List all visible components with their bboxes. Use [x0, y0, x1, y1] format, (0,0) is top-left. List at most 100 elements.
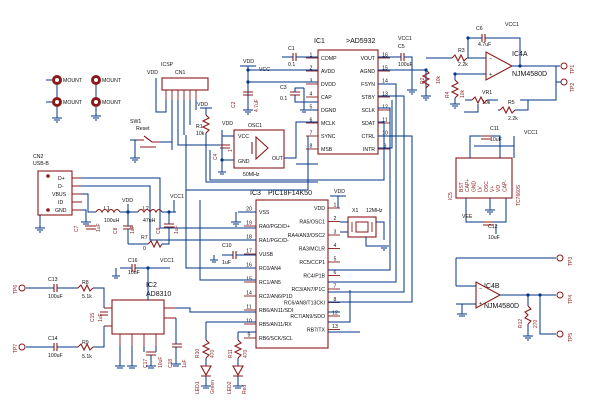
- led2-val: Red: [242, 385, 248, 394]
- ic4b-minus: −: [479, 286, 482, 292]
- ic3-pic18f14k50: IC3 PIC18F14K50 VSS20RA0/PGD/D+19RA1/PGC…: [244, 190, 340, 349]
- ic3-left-pin-name: RA0/PGD/D+: [259, 224, 290, 230]
- resistor-r5: R5 2.2k: [498, 100, 529, 122]
- test-point-tp3: TP3: [556, 254, 574, 266]
- usb-pin-dm: D-: [58, 184, 64, 190]
- capacitor-c10: C10 1uF: [222, 243, 256, 266]
- ic3-right-pin-name: RA4/AN3/OSC2: [288, 233, 325, 239]
- test-point-tp5: TP5: [556, 330, 574, 342]
- l2-ref: L2: [143, 206, 149, 212]
- r9-val: 5.1k: [82, 354, 92, 360]
- c15-val: 1uF: [98, 313, 104, 322]
- test-point-tp7: TP7: [13, 343, 26, 353]
- c13-val: 100uF: [48, 294, 63, 300]
- usb-pin-id: ID: [58, 200, 63, 206]
- c1-vcc-label: VCC: [259, 67, 270, 73]
- capacitor-c18: C18 1uF: [168, 343, 188, 368]
- icsp-label: ICSP: [161, 62, 174, 68]
- ic1-left-pin-name: MCLK: [321, 121, 336, 127]
- c8-val: 1uF: [130, 225, 136, 234]
- ic3-left-pin-number: 20: [246, 207, 252, 213]
- r3-ref: R3: [458, 48, 465, 54]
- osc-ref: OSC1: [248, 123, 262, 129]
- c16-val: 10uF: [128, 270, 140, 276]
- vcc1-label-ic2: VCC1: [160, 258, 174, 264]
- ic1-left-pin-name: DGND: [321, 108, 337, 114]
- r7-ref: R7: [141, 235, 148, 241]
- inductor-l2: L2 47uH: [137, 206, 163, 224]
- tp2-label: TP2: [570, 83, 576, 92]
- ic3-right-pin-number: 8: [334, 297, 337, 303]
- ic3-right-pin-name: RA5/OSC1: [299, 220, 325, 226]
- r1-vdd: VDD: [197, 102, 208, 108]
- mount-hole-2: MOUNT: [91, 75, 122, 85]
- vee-label: VEE: [462, 214, 473, 220]
- c18-ref: C18: [168, 359, 174, 368]
- ic2-ad8310: IC2 AD8310: [104, 282, 176, 346]
- capacitor-c7: C7 1uF: [74, 223, 102, 232]
- ic4a-part: NJM4580D: [512, 71, 547, 78]
- vdd-label-osc: VDD: [222, 121, 233, 127]
- c9-val: 1uF: [174, 225, 180, 234]
- ic1-ref: IC1: [314, 38, 325, 45]
- c4-ref: C4: [213, 153, 219, 160]
- c16-ref: C16: [128, 258, 138, 264]
- r10-val: 470: [210, 349, 216, 358]
- ic3-right-pin-name: RC4/P1B: [303, 274, 325, 280]
- ic1-right-pin-name: STBY: [361, 95, 375, 101]
- resistor-r8: R8 5.1k: [77, 280, 94, 300]
- ic1-ad5932: IC1 >AD5932 COMP1AVDD2DVDD3CAP4DGND5MCLK…: [306, 38, 390, 155]
- tp7-label: TP7: [13, 344, 19, 353]
- ic1-right-pin-name: AGND: [360, 69, 375, 75]
- led1-ref: LED1: [195, 381, 201, 394]
- resistor-r1: R1 10k VDD: [196, 102, 212, 140]
- vcc1-label-ic5: VCC1: [524, 130, 538, 136]
- c2-ref: C2: [231, 101, 237, 108]
- test-point-tp4: TP4: [556, 291, 574, 304]
- ic3-left-pin-number: 19: [246, 221, 252, 227]
- c1-val: 0.1: [288, 62, 295, 68]
- vcc1-label-c5: VCC1: [398, 36, 412, 42]
- c18-val: 1uF: [182, 359, 188, 368]
- resistor-r11: R11 470: [228, 339, 249, 359]
- tp6-label: TP6: [13, 285, 19, 294]
- c11-val: 10uF: [490, 137, 502, 143]
- icsp-connector: ICSP CN1 VDD: [147, 62, 209, 100]
- ic3-left-pin-number: 18: [246, 235, 252, 241]
- vdd-label-ic1: VDD: [243, 59, 254, 65]
- led2-ref: LED2: [227, 381, 233, 394]
- c8-ref: C8: [113, 227, 119, 234]
- x1-ref: X1: [352, 208, 358, 214]
- ic1-left-pin-name: AVDD: [321, 69, 335, 75]
- ic1-right-pin-number: 11: [382, 118, 387, 124]
- ic1-left-pin-number: 2: [310, 66, 313, 72]
- mount-label-2: MOUNT: [102, 78, 122, 84]
- ic1-right-pin-name: VOUT: [361, 56, 376, 62]
- ic1-left-pin-number: 7: [310, 131, 313, 137]
- vr1-ref: VR1: [482, 90, 492, 96]
- ic5-pin-name: CAP+: [465, 179, 471, 192]
- capacitor-c11: C11 10uF: [481, 126, 502, 143]
- capacitor-c6: C6 4.7uF: [476, 26, 491, 48]
- c3-val: 0.1: [280, 96, 287, 102]
- ic1-left-pin-name: COMP: [321, 56, 337, 62]
- ic1-right-pin-name: SDAT: [362, 121, 376, 127]
- r5-ref: R5: [508, 100, 515, 106]
- resistor-r2: R2 10k: [420, 69, 442, 89]
- inductor-l1: L1 100uH: [95, 206, 121, 224]
- ic5-ref: IC5: [448, 192, 454, 200]
- ic3-right-pin-number: 2: [334, 216, 337, 222]
- r10-ref: R10: [195, 349, 201, 358]
- c1-ref: C1: [288, 46, 295, 52]
- ic3-left-pin-number: 17: [246, 249, 252, 255]
- ic1-right-pin-name: FSYN: [361, 82, 375, 88]
- ic1-right-pin-number: 10: [382, 131, 388, 137]
- ic3-right-pin-name: VDD: [314, 206, 325, 212]
- r3-val: 2.2k: [458, 62, 468, 68]
- capacitor-c3: C3 0.1: [280, 85, 318, 103]
- c13-ref: C13: [48, 277, 58, 283]
